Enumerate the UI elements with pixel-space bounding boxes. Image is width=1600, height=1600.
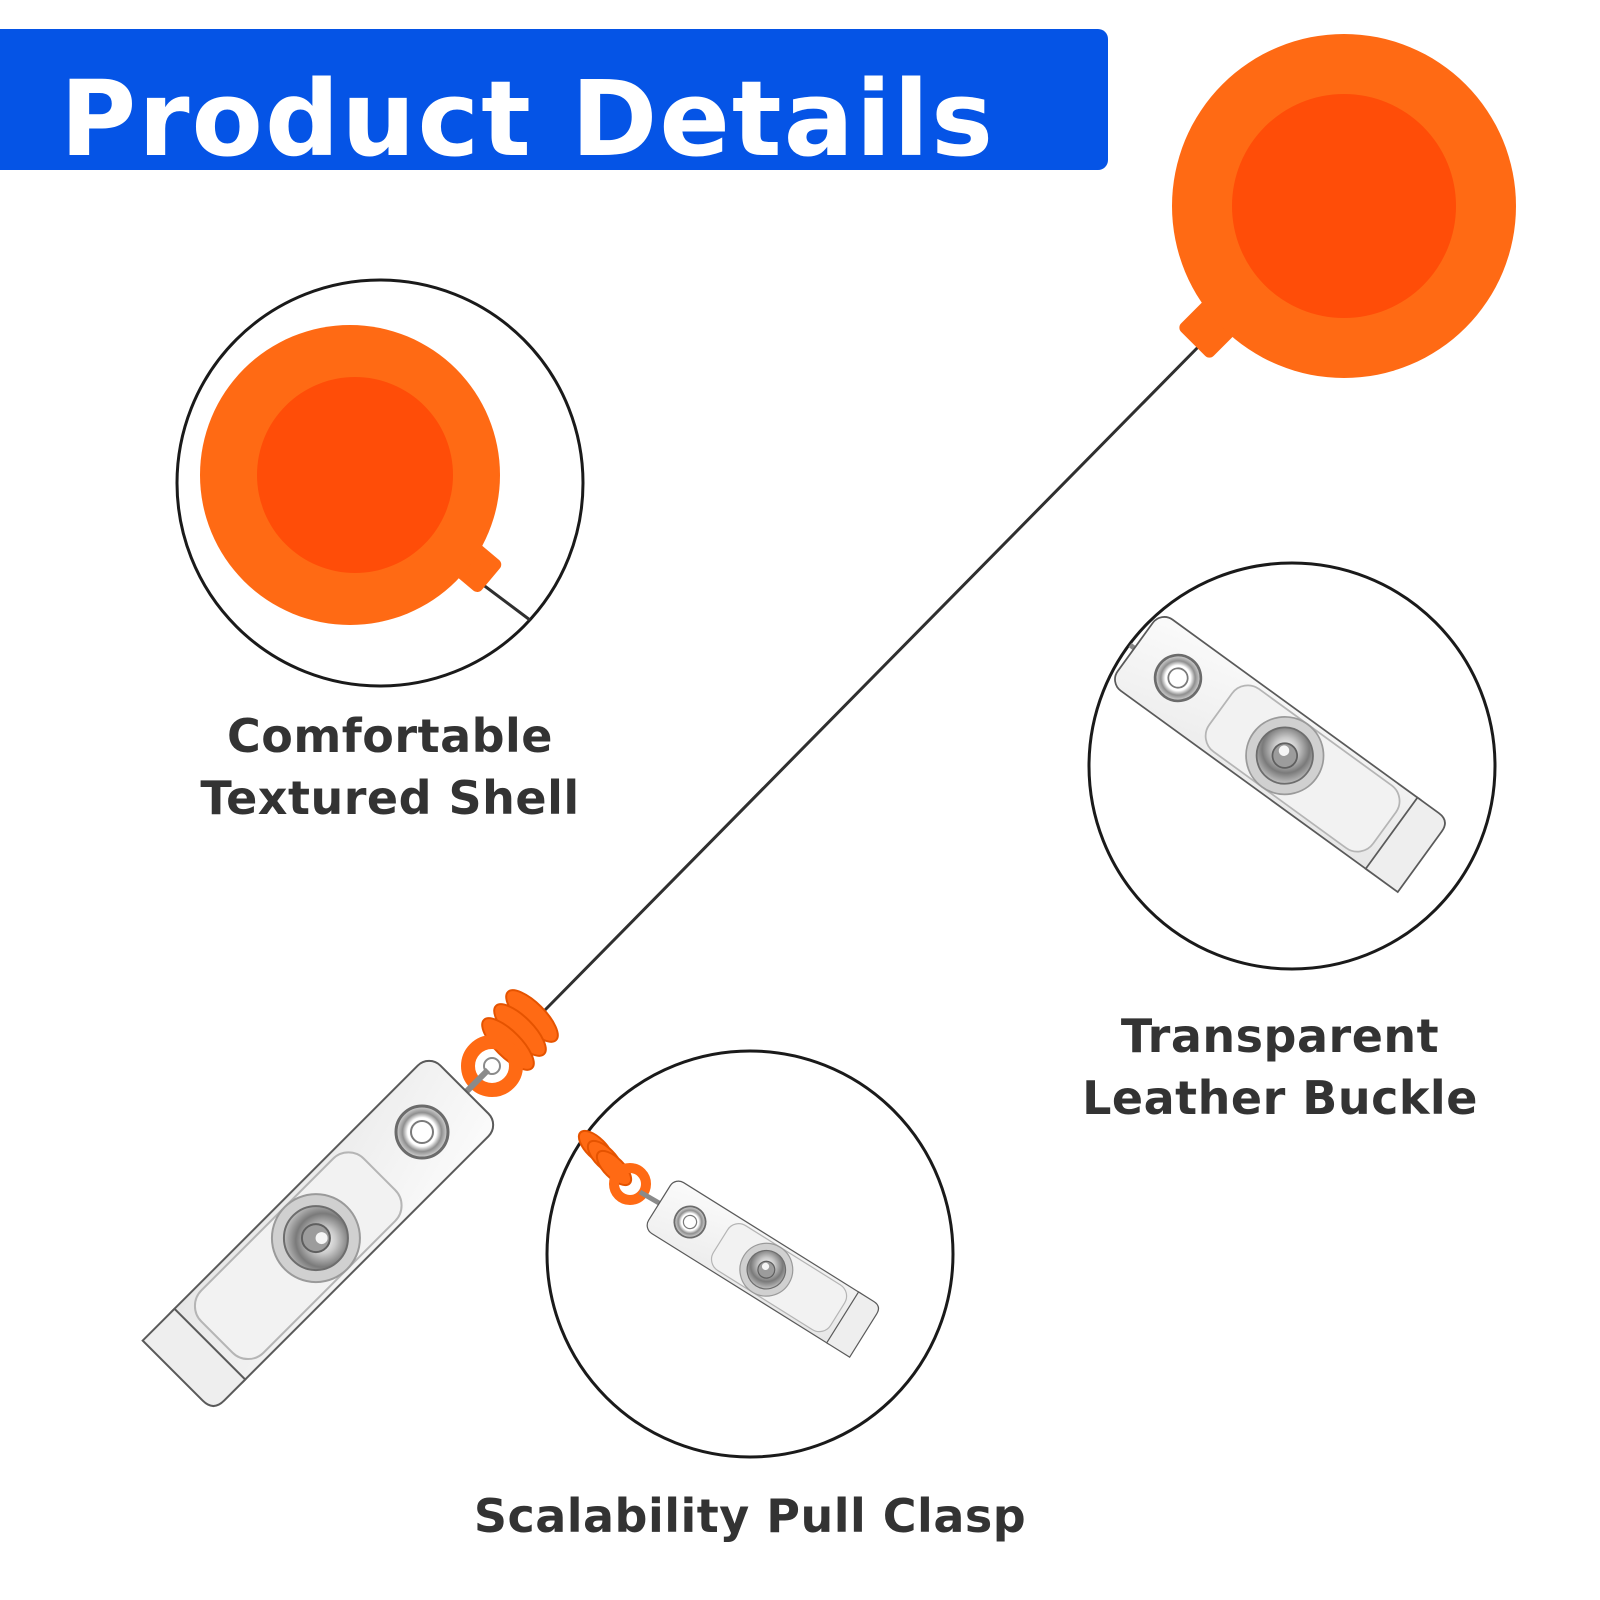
title-banner: Product Details [0, 29, 1108, 180]
buckle-caption-line1: Transparent [1120, 1009, 1440, 1063]
shell-caption-line1: Comfortable [226, 709, 554, 763]
main-badge-reel [1172, 34, 1516, 378]
clasp-caption: Scalability Pull Clasp [450, 1485, 1050, 1547]
clasp-caption-line1: Scalability Pull Clasp [473, 1489, 1027, 1543]
clasp-detail-circle [545, 1049, 955, 1459]
retractable-cord [543, 338, 1207, 1012]
shell-caption: Comfortable Textured Shell [190, 705, 590, 829]
buckle-caption-line2: Leather Buckle [1082, 1071, 1478, 1125]
page-title: Product Details [60, 58, 995, 180]
shell-detail-circle [175, 278, 585, 688]
buckle-caption: Transparent Leather Buckle [1070, 1005, 1490, 1129]
shell-caption-line2: Textured Shell [200, 771, 580, 825]
buckle-detail-circle [1087, 561, 1497, 971]
main-badge-clip [141, 1052, 502, 1413]
